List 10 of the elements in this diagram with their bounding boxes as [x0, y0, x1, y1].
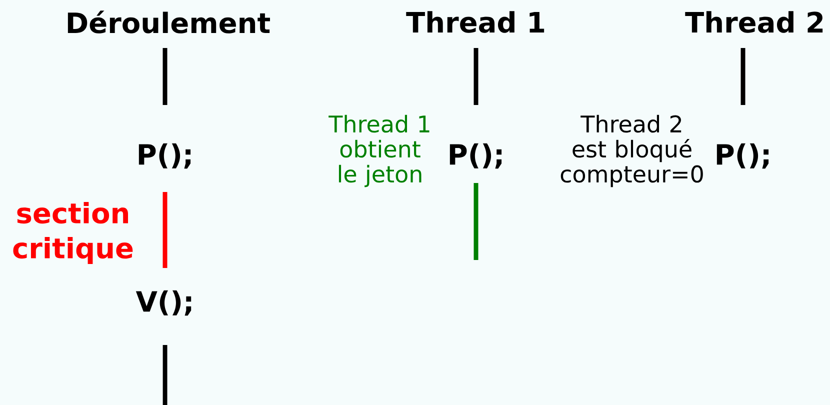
operation-label: P(); [138, 143, 191, 169]
column-heading: Déroulement [68, 10, 270, 34]
operation-label: P(); [716, 143, 769, 169]
section-label: section critique [13, 202, 133, 264]
status-note: Thread 2 est bloqué compteur=0 [560, 114, 703, 188]
operation-label: V(); [136, 290, 192, 316]
operation-label: P(); [450, 143, 502, 169]
status-note: Thread 1 obtient le jeton [328, 114, 430, 188]
column-heading: Thread 1 [406, 11, 544, 33]
column-heading: Thread 2 [685, 11, 823, 33]
